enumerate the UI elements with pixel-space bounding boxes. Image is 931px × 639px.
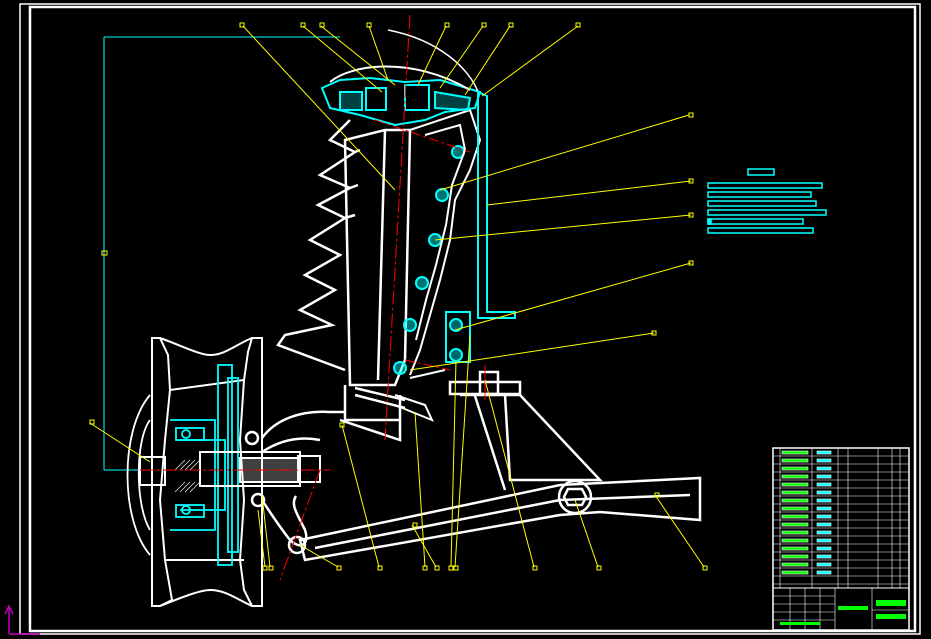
parts-list-entry	[816, 474, 832, 479]
parts-list-entry	[781, 530, 809, 535]
parts-list-entry	[816, 506, 832, 511]
steering-knuckle	[244, 410, 345, 555]
technical-requirements-notes	[707, 168, 827, 234]
parts-list-entry	[781, 450, 809, 455]
parts-list-entry	[816, 554, 832, 559]
lower-control-arm	[298, 365, 702, 562]
parts-list-entry	[781, 570, 809, 575]
sheet-outer-border	[19, 3, 921, 635]
stabilizer-link	[394, 369, 446, 422]
parts-list-entry	[816, 570, 832, 575]
parts-list-entry	[816, 546, 832, 551]
hub-bearing-hatching	[174, 459, 201, 493]
parts-list-entry	[781, 562, 809, 567]
parts-list-entry	[816, 562, 832, 567]
top-mount	[320, 65, 482, 127]
item-balloons	[239, 22, 708, 571]
ucs-axis-icon	[4, 604, 40, 635]
parts-list-entry	[816, 450, 832, 455]
parts-list-entry	[781, 498, 809, 503]
parts-list-entry	[816, 522, 832, 527]
parts-list-entry	[816, 482, 832, 487]
parts-list-entry	[781, 514, 809, 519]
parts-list-entry	[816, 514, 832, 519]
wheel-rim	[151, 337, 263, 607]
centerlines	[140, 14, 471, 581]
parts-list-entry	[816, 458, 832, 463]
parts-list-entry	[781, 474, 809, 479]
parts-list-entry	[781, 490, 809, 495]
parts-list-entry	[781, 546, 809, 551]
parts-list-entry	[781, 538, 809, 543]
parts-list-entry	[781, 482, 809, 487]
parts-list-entry	[816, 498, 832, 503]
brake-disc-and-hub	[126, 364, 239, 566]
strut-tower-arc	[387, 29, 479, 93]
parts-list-title-block	[772, 447, 910, 631]
coil-spring-lines	[409, 108, 482, 376]
parts-list-entry	[816, 538, 832, 543]
parts-list-entry	[816, 466, 832, 471]
parts-list-entry	[816, 530, 832, 535]
parts-list-entry	[781, 506, 809, 511]
dust-boot-bellows	[276, 119, 361, 372]
parts-list-entry	[781, 458, 809, 463]
leader-lines	[242, 25, 705, 568]
parts-list-entry	[781, 466, 809, 471]
sheet-inner-border	[28, 5, 917, 633]
parts-list-entry	[816, 490, 832, 495]
parts-list-entry	[781, 522, 809, 527]
parts-list-entry	[781, 554, 809, 559]
